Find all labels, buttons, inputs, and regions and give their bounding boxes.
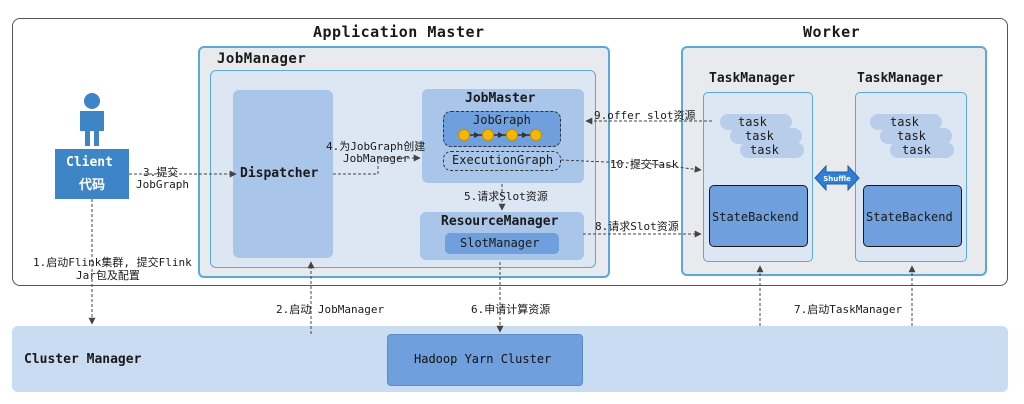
shuffle-label: Shuffle [823, 175, 851, 183]
task-2-label-3: task [902, 143, 931, 157]
task-cloud-2b [880, 128, 952, 144]
hadoop-yarn-label: Hadoop Yarn Cluster [414, 352, 552, 366]
client-label-line2: 代码 [79, 178, 106, 193]
client-person-icon [80, 93, 104, 146]
job-master-title: JobMaster [465, 91, 536, 106]
task-2-label-2: task [897, 129, 926, 143]
task-1-label-2: task [745, 129, 774, 143]
task-2-label-1: task [890, 115, 919, 129]
task-cloud-1c [740, 142, 804, 158]
execution-graph-box [443, 151, 561, 171]
application-master-title: Application Master [313, 23, 485, 41]
step-3-label-line2: JobGraph [136, 178, 189, 191]
task-1-label-1: task [738, 115, 767, 129]
task-cloud-2a [870, 114, 942, 130]
client-box [55, 149, 129, 199]
step-6-label: 6.申请计算资源 [471, 303, 551, 316]
dispatcher-label: Dispatcher [240, 166, 319, 181]
resource-manager-title: ResourceManager [441, 214, 559, 229]
step-2-label: 2.启动 JobManager [276, 303, 385, 316]
task-manager-1-title: TaskManager [709, 71, 796, 86]
state-backend-2-label: StateBackend [866, 210, 953, 224]
step-7-label: 7.启动TaskManager [794, 303, 903, 316]
hadoop-yarn-box [387, 334, 583, 386]
task-cloud-1a [720, 114, 792, 130]
step-10-label: 10.提交Task [610, 158, 679, 171]
cluster-manager-title: Cluster Manager [24, 352, 142, 367]
task-cloud-1b [730, 128, 802, 144]
worker-title: Worker [803, 23, 861, 41]
step-3-label-line1: 3.提交 [143, 166, 179, 179]
execution-graph-label: ExecutionGraph [452, 153, 554, 167]
task-manager-2-title: TaskManager [857, 71, 944, 86]
state-backend-1-label: StateBackend [712, 210, 799, 224]
step-9-label: 9.offer slot资源 [594, 109, 696, 122]
shuffle-arrow-icon: Shuffle [814, 164, 860, 192]
job-graph-box [443, 111, 561, 147]
task-cloud-2c [890, 142, 954, 158]
step-4-label-line2: JobManager [343, 152, 410, 165]
slot-manager-box [445, 233, 559, 254]
step-4-label-line1: 4.为JobGraph创建 [326, 140, 426, 153]
job-graph-nodes-icon [458, 129, 542, 141]
step-5-label: 5.请求Slot资源 [464, 190, 548, 203]
job-graph-label: JobGraph [473, 113, 531, 127]
slot-manager-label: SlotManager [460, 236, 540, 250]
step-8-label: 8.请求Slot资源 [595, 220, 679, 233]
client-label-line1: Client [66, 155, 113, 170]
step-1-label-line2: Jar包及配置 [76, 269, 140, 282]
arrow-step-4 [333, 154, 421, 175]
job-manager-title: JobManager [217, 51, 307, 67]
state-backend-2-box [863, 185, 962, 247]
step-1-label-line1: 1.启动Flink集群, 提交Flink [33, 256, 192, 269]
state-backend-1-box [709, 185, 808, 247]
dispatcher-box [233, 90, 333, 258]
arrow-step-10 [560, 159, 702, 173]
task-1-label-3: task [750, 143, 779, 157]
